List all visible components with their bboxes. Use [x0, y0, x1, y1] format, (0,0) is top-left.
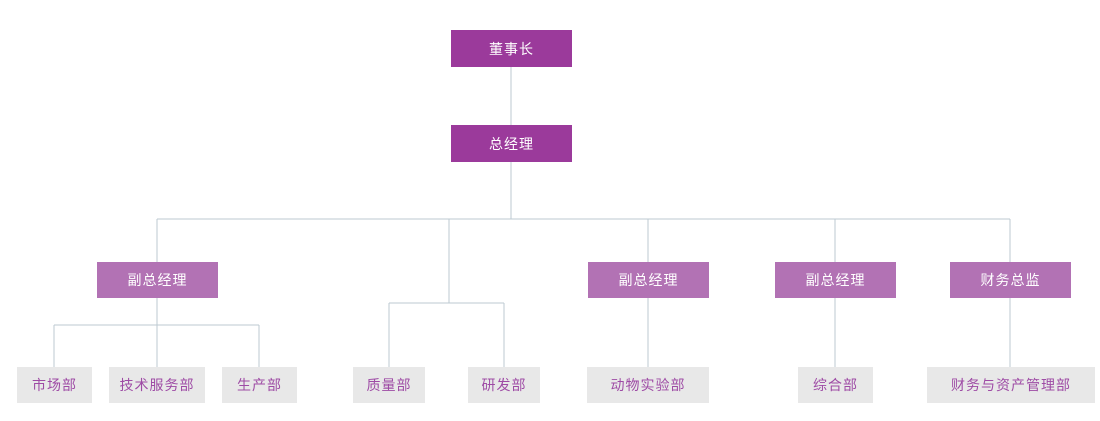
org-node-general-manager: 总经理	[451, 125, 572, 162]
org-node-finance-director: 财务总监	[950, 262, 1071, 298]
org-node-dept-marketing: 市场部	[17, 367, 92, 403]
org-node-dept-quality: 质量部	[353, 367, 425, 403]
org-node-dept-general-affairs: 综合部	[798, 367, 873, 403]
org-node-deputy-gm-1: 副总经理	[97, 262, 218, 298]
org-node-deputy-gm-2: 副总经理	[588, 262, 709, 298]
org-node-deputy-gm-3: 副总经理	[775, 262, 896, 298]
org-node-chairman: 董事长	[451, 30, 572, 67]
org-node-dept-animal-lab: 动物实验部	[587, 367, 709, 403]
org-node-dept-tech-service: 技术服务部	[109, 367, 205, 403]
org-node-dept-finance-assets: 财务与资产管理部	[927, 367, 1095, 403]
org-node-dept-rnd: 研发部	[468, 367, 540, 403]
org-node-dept-production: 生产部	[222, 367, 297, 403]
